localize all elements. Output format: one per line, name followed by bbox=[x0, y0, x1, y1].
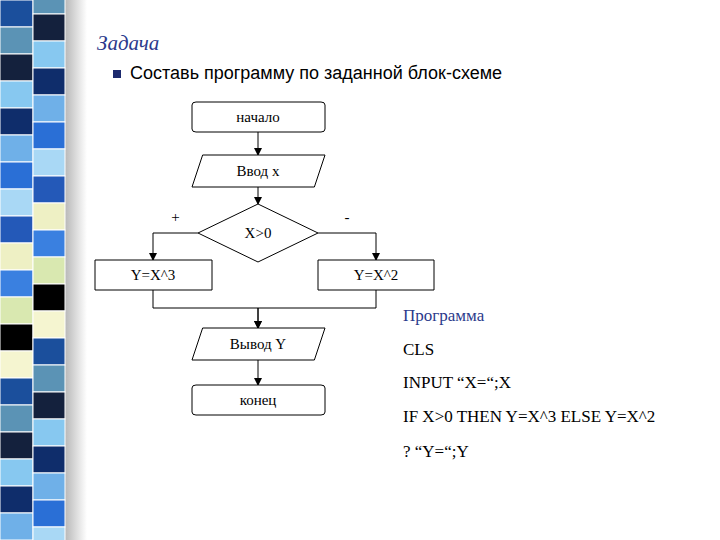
strip-cell bbox=[33, 0, 65, 14]
node-text: конец bbox=[240, 392, 277, 409]
strip-cell bbox=[0, 135, 33, 162]
node-text-group: Y=X^3 bbox=[131, 267, 176, 284]
bullet-square bbox=[113, 70, 121, 78]
strip-cell bbox=[33, 257, 65, 284]
strip-cell bbox=[33, 284, 65, 311]
branch-label: - bbox=[343, 210, 352, 225]
code-line: ? “Y=“;Y bbox=[403, 442, 469, 462]
process-box: Y=X^3 bbox=[95, 260, 212, 290]
strip-cell bbox=[0, 270, 33, 297]
strip-cell bbox=[33, 203, 65, 230]
strip-cell bbox=[33, 365, 65, 392]
decision-diamond: X>0 bbox=[198, 204, 318, 262]
strip-cell bbox=[33, 176, 65, 203]
branch-label: + bbox=[169, 210, 181, 225]
strip-cell bbox=[33, 230, 65, 257]
flow-arrow bbox=[258, 360, 259, 385]
strip-cell bbox=[33, 311, 65, 338]
strip-shadow bbox=[65, 0, 87, 540]
output-box: Вывод Y bbox=[192, 328, 325, 360]
strip-cell bbox=[0, 324, 33, 351]
strip-cell bbox=[33, 41, 65, 68]
code-line: IF X>0 THEN Y=X^3 ELSE Y=X^2 bbox=[403, 407, 655, 427]
start-box: начало bbox=[192, 102, 325, 132]
strip-cell bbox=[0, 81, 33, 108]
strip-cell bbox=[0, 378, 33, 405]
strip-cell bbox=[0, 27, 33, 54]
strip-cell bbox=[0, 432, 33, 459]
strip-cell bbox=[0, 189, 33, 216]
process-box: Y=X^2 bbox=[318, 260, 434, 290]
strip-cell bbox=[33, 392, 65, 419]
strip-cell bbox=[0, 513, 33, 540]
strip-cell bbox=[0, 351, 33, 378]
strip-cell bbox=[0, 0, 33, 27]
node-text: X>0 bbox=[245, 225, 272, 242]
strip-cell bbox=[0, 108, 33, 135]
decor-strip bbox=[0, 0, 90, 540]
node-text-group: X>0 bbox=[245, 225, 272, 242]
code-line: CLS bbox=[403, 340, 434, 360]
strip-cell bbox=[33, 446, 65, 473]
end-box: конец bbox=[192, 385, 325, 415]
flow-arrow bbox=[258, 187, 259, 204]
strip-cell bbox=[33, 95, 65, 122]
node-text-group: Y=X^2 bbox=[354, 267, 399, 284]
node-text: Y=X^3 bbox=[131, 267, 176, 284]
flow-arrow bbox=[258, 290, 376, 328]
strip-cells bbox=[0, 0, 65, 540]
strip-cell bbox=[33, 122, 65, 149]
node-text-group: начало bbox=[236, 109, 279, 126]
flow-arrow bbox=[318, 233, 376, 260]
code-line: INPUT “X=“;X bbox=[403, 373, 511, 393]
program-heading: Программа bbox=[403, 306, 484, 326]
node-text: начало bbox=[236, 109, 279, 126]
strip-cell bbox=[0, 216, 33, 243]
input-box: Ввод x bbox=[192, 155, 325, 187]
strip-cell bbox=[33, 149, 65, 176]
flow-arrow bbox=[258, 132, 259, 155]
node-text: Y=X^2 bbox=[354, 267, 399, 284]
strip-cell bbox=[33, 500, 65, 527]
flow-arrow bbox=[153, 233, 198, 260]
flow-arrow bbox=[153, 290, 258, 328]
strip-cell bbox=[33, 473, 65, 500]
node-text: Ввод x bbox=[237, 163, 280, 180]
strip-cell bbox=[0, 405, 33, 432]
strip-cell bbox=[33, 419, 65, 446]
strip-cell bbox=[33, 527, 65, 540]
strip-cell bbox=[0, 162, 33, 189]
strip-cell bbox=[33, 14, 65, 41]
node-text: Вывод Y bbox=[230, 336, 286, 353]
slide-title: Задача bbox=[97, 31, 159, 56]
node-text-group: конец bbox=[240, 392, 277, 409]
node-text-group: Вывод Y bbox=[230, 336, 286, 353]
task-text: Составь программу по заданной блок-схеме bbox=[130, 63, 502, 84]
strip-cell bbox=[0, 486, 33, 513]
strip-cell bbox=[0, 297, 33, 324]
strip-cell bbox=[0, 243, 33, 270]
strip-cell bbox=[0, 54, 33, 81]
strip-cell bbox=[0, 459, 33, 486]
strip-cell bbox=[33, 68, 65, 95]
strip-cell bbox=[33, 338, 65, 365]
node-text-group: Ввод x bbox=[237, 163, 280, 180]
